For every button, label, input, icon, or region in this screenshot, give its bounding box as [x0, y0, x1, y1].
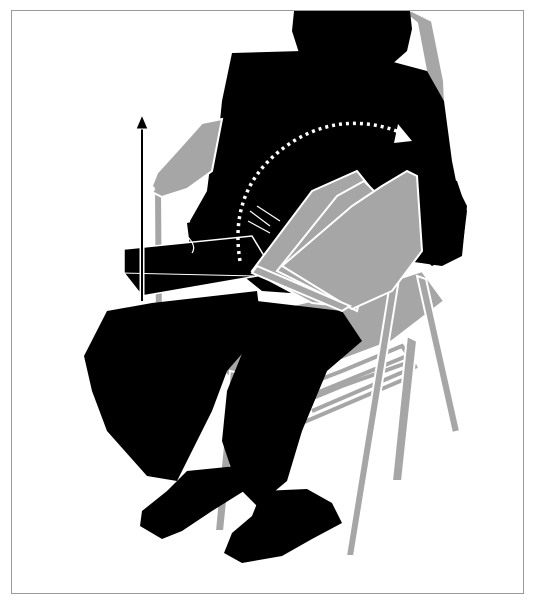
illustration-frame [11, 10, 524, 594]
armrest-pivot-icon [149, 186, 155, 192]
chair-illustration [12, 11, 522, 592]
lap-desk-board [124, 236, 272, 296]
